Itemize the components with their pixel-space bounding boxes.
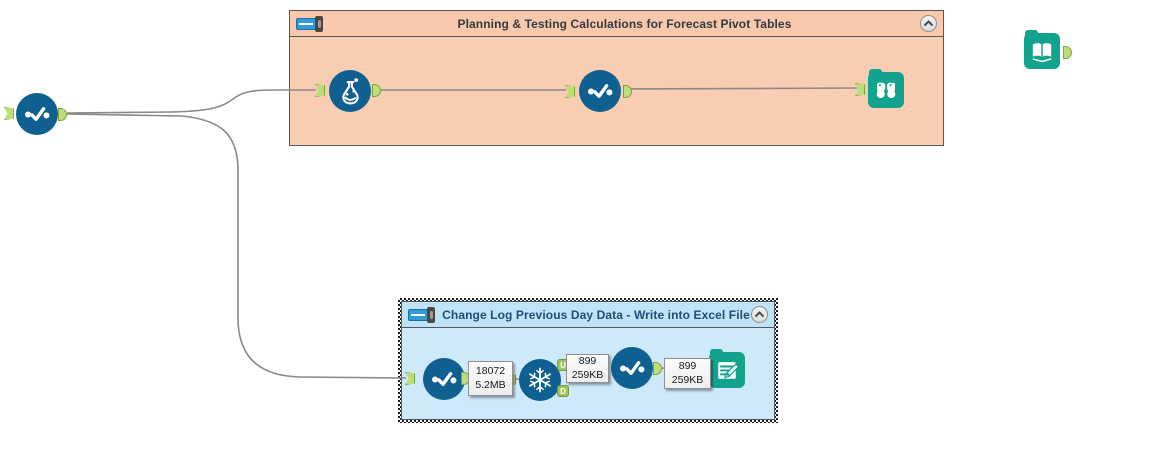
- container-anchor-icon: [427, 306, 435, 323]
- unique-tool[interactable]: [519, 359, 561, 401]
- select-check-icon: [25, 107, 50, 121]
- binoculars-browse-icon: [876, 82, 896, 99]
- select-tool-top[interactable]: [579, 70, 621, 112]
- container-anchor-icon: [315, 15, 323, 32]
- collapse-chevron-icon: [754, 311, 765, 318]
- output-anchor[interactable]: [58, 108, 67, 121]
- select-tool-bottom-2[interactable]: [611, 347, 653, 389]
- container-header-icon: [296, 15, 323, 32]
- formula-tool[interactable]: [329, 70, 371, 112]
- output-anchor[interactable]: [653, 362, 662, 375]
- input-anchor[interactable]: [405, 372, 415, 385]
- record-count-annotation[interactable]: 18072 5.2MB: [468, 361, 513, 396]
- annotation-line: 259KB: [571, 368, 604, 381]
- select-tool-main[interactable]: [16, 93, 58, 135]
- annotation-line: 899: [578, 355, 597, 368]
- output-data-tool[interactable]: [709, 349, 745, 388]
- book-macro-tool[interactable]: [1024, 30, 1060, 69]
- input-anchor[interactable]: [855, 83, 865, 96]
- connection-wire[interactable]: [66, 89, 316, 114]
- container-title: Planning & Testing Calculations for Fore…: [457, 16, 792, 31]
- input-anchor[interactable]: [4, 107, 14, 120]
- annotation-line: 5.2MB: [475, 378, 506, 391]
- annotation-line: 259KB: [671, 373, 704, 386]
- select-check-icon: [432, 372, 457, 386]
- select-check-icon: [588, 84, 613, 98]
- collapse-chevron-icon: [923, 20, 934, 27]
- output-document-pencil-icon: [718, 362, 740, 379]
- container-header-icon: [408, 306, 435, 323]
- record-count-annotation[interactable]: 899 259KB: [664, 358, 711, 389]
- container-title: Change Log Previous Day Data - Write int…: [442, 307, 750, 322]
- duplicate-output-anchor-D[interactable]: D: [557, 385, 569, 397]
- container-header[interactable]: Change Log Previous Day Data - Write int…: [402, 302, 774, 328]
- tool-container-planning[interactable]: Planning & Testing Calculations for Fore…: [289, 10, 944, 146]
- select-tool-bottom-1[interactable]: [423, 358, 465, 400]
- annotation-line: 18072: [475, 365, 506, 378]
- output-anchor[interactable]: [623, 85, 632, 98]
- annotation-line: 899: [678, 360, 697, 373]
- browse-tool[interactable]: [868, 69, 904, 108]
- collapse-button[interactable]: [920, 15, 937, 32]
- connection-wire[interactable]: [66, 113, 407, 379]
- open-book-icon: [1032, 43, 1052, 63]
- collapse-button[interactable]: [751, 306, 768, 323]
- snowflake-unique-icon: [529, 367, 551, 393]
- output-anchor[interactable]: [372, 84, 381, 97]
- input-anchor[interactable]: [315, 84, 325, 97]
- record-count-annotation[interactable]: 899 259KB: [566, 354, 609, 383]
- container-header[interactable]: Planning & Testing Calculations for Fore…: [290, 11, 943, 37]
- input-anchor[interactable]: [565, 85, 575, 98]
- select-check-icon: [620, 361, 645, 375]
- output-anchor[interactable]: [1063, 46, 1072, 59]
- connection-wire[interactable]: [623, 87, 858, 90]
- flask-formula-icon: [342, 78, 359, 105]
